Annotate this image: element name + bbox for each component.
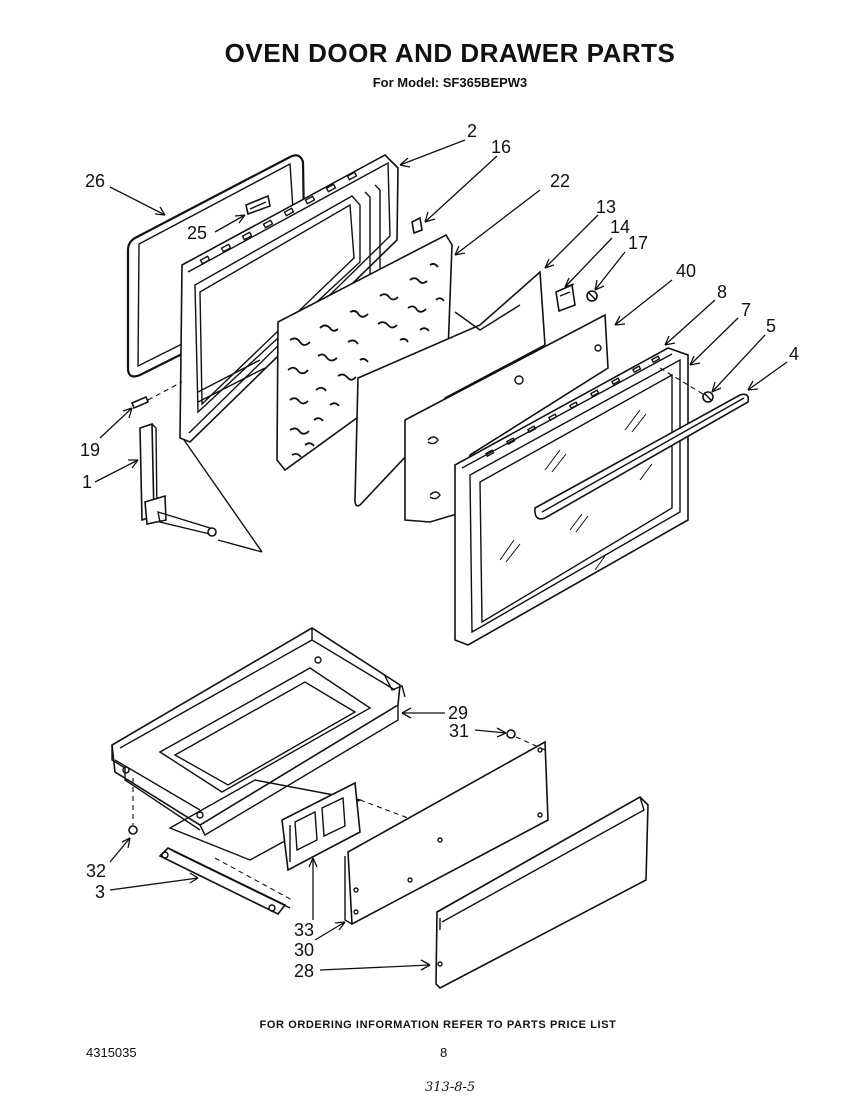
part-29-drawer-box xyxy=(111,627,406,836)
callout-33: 33 xyxy=(294,920,314,940)
document-number: 4315035 xyxy=(86,1045,137,1060)
callout-28: 28 xyxy=(294,961,314,981)
callout-30: 30 xyxy=(294,940,314,960)
part-19-screw xyxy=(130,381,183,410)
door-frame-slots xyxy=(484,355,661,458)
glass-reflections xyxy=(499,409,653,571)
part-4-door-handle xyxy=(534,393,750,520)
callout-leaders xyxy=(94,139,788,971)
ordering-note: FOR ORDERING INFORMATION REFER TO PARTS … xyxy=(259,1019,617,1031)
part-5-screw xyxy=(659,367,714,403)
page-number: 8 xyxy=(440,1045,448,1060)
callout-3: 3 xyxy=(95,882,105,902)
callout-26: 26 xyxy=(85,171,105,191)
callout-16: 16 xyxy=(491,137,511,157)
callout-14: 14 xyxy=(610,217,630,237)
callout-22: 22 xyxy=(550,171,570,191)
part-1-hinge xyxy=(139,422,217,537)
liner-slots xyxy=(199,171,358,265)
callout-32: 32 xyxy=(86,861,106,881)
part-3-drawer-slide xyxy=(158,847,293,916)
part-13-inner-panel xyxy=(354,270,546,507)
callout-31: 31 xyxy=(449,721,469,741)
part-33-bracket xyxy=(281,781,441,872)
callout-19: 19 xyxy=(80,440,100,460)
callout-5: 5 xyxy=(766,316,776,336)
part-31-screw xyxy=(506,729,546,751)
part-16-screw xyxy=(411,216,423,235)
callout-4: 4 xyxy=(789,344,799,364)
callout-1: 1 xyxy=(82,472,92,492)
callout-8: 8 xyxy=(717,282,727,302)
part-2-door-liner xyxy=(179,154,399,443)
part-32-screw xyxy=(128,778,138,835)
part-25-clip xyxy=(245,194,271,216)
callout-40: 40 xyxy=(676,261,696,281)
callout-25: 25 xyxy=(187,223,207,243)
part-14-bracket xyxy=(555,283,576,313)
model-subtitle: For Model: SF365BEPW3 xyxy=(372,75,528,90)
part-28-drawer-front xyxy=(435,795,649,989)
part-30-drawer-front-inner xyxy=(344,740,549,926)
callout-13: 13 xyxy=(596,197,616,217)
callout-29: 29 xyxy=(448,703,468,723)
handwritten-note: 313-8-5 xyxy=(425,1080,476,1095)
part-17-nut xyxy=(586,290,598,302)
callout-7: 7 xyxy=(741,300,751,320)
callout-2: 2 xyxy=(467,121,477,141)
page-title: OVEN DOOR AND DRAWER PARTS xyxy=(224,38,676,68)
callout-17: 17 xyxy=(628,233,648,253)
